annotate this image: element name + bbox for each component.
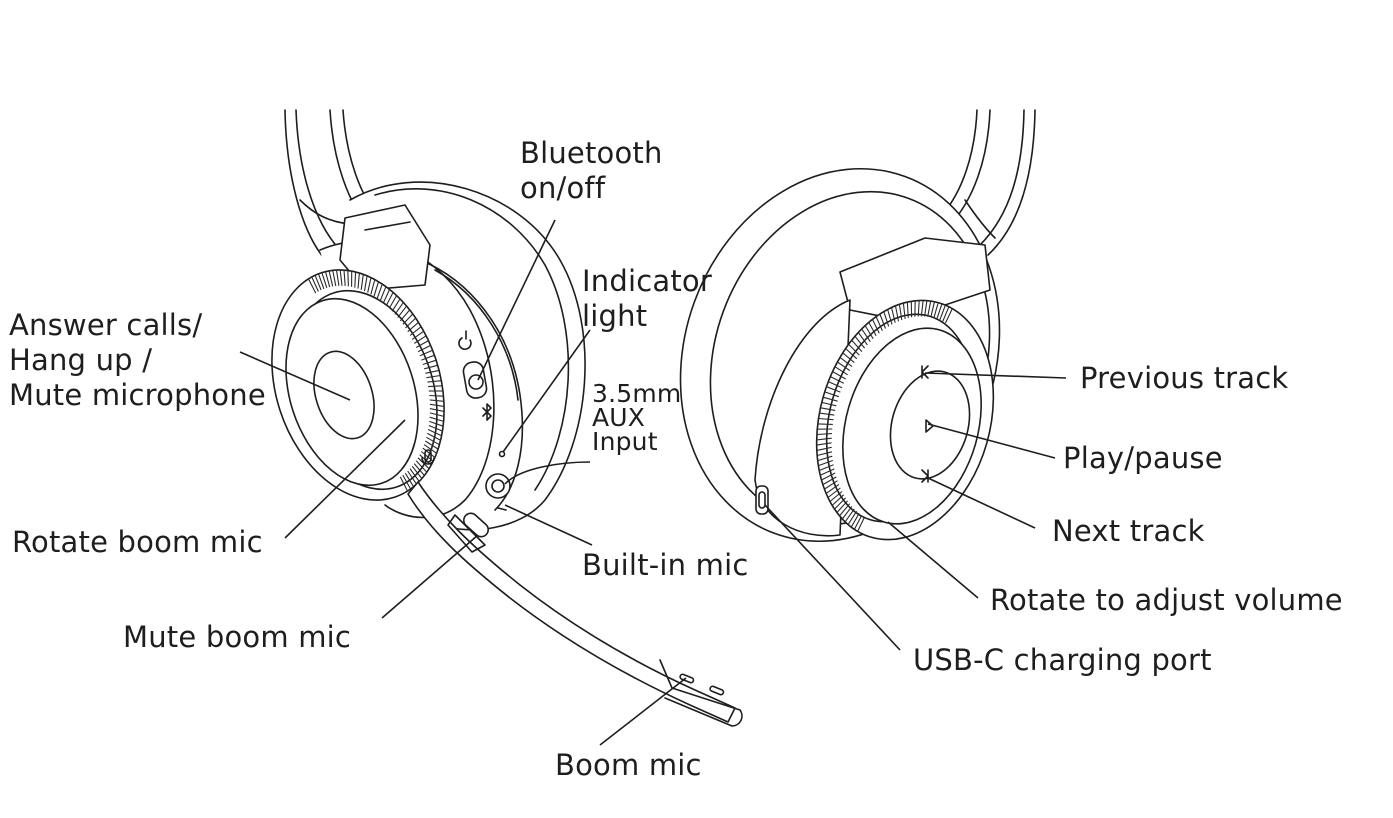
indicator-label-line-1: Indicator (582, 264, 712, 298)
bluetooth-label-line-1: Bluetooth (520, 136, 663, 170)
indicator-label-line-2: light (582, 299, 648, 333)
built-in-mic-label: Built-in mic (582, 548, 749, 582)
aux-label-line-1: 3.5mm (592, 379, 682, 408)
bluetooth-label: Bluetooth on/off (520, 136, 663, 206)
previous-track-label: Previous track (1080, 361, 1289, 395)
aux-label-line-2: AUX (592, 403, 646, 432)
answer-calls-label-line-2: Hang up / (9, 343, 153, 377)
boom-mic-label: Boom mic (555, 748, 702, 782)
right-earcup (679, 167, 1001, 543)
mute-boom-mic-label: Mute boom mic (123, 620, 352, 654)
rotate-volume-label: Rotate to adjust volume (990, 583, 1343, 617)
aux-label: 3.5mm AUX Input (592, 379, 682, 456)
answer-calls-label-line-1: Answer calls/ (9, 308, 203, 342)
answer-calls-label-line-3: Mute microphone (9, 378, 266, 412)
leader-lines (239, 219, 1067, 746)
usb-c-port-label: USB-C charging port (913, 643, 1212, 677)
bluetooth-label-line-2: on/off (520, 171, 606, 205)
boom-mic-arm (407, 481, 743, 727)
bluetooth-icon (482, 403, 492, 421)
play-pause-label: Play/pause (1063, 441, 1223, 475)
left-earcup (271, 181, 586, 531)
play-pause-icon (925, 419, 934, 433)
answer-calls-label: Answer calls/ Hang up / Mute microphone (9, 308, 266, 413)
mic-icon (421, 449, 435, 465)
rotate-boom-mic-label: Rotate boom mic (12, 525, 263, 559)
next-track-icon (921, 469, 929, 483)
aux-label-line-3: Input (592, 427, 658, 456)
power-icon (458, 330, 472, 351)
next-track-label: Next track (1052, 514, 1205, 548)
indicator-label: Indicator light (582, 264, 712, 334)
previous-track-icon (921, 365, 929, 379)
